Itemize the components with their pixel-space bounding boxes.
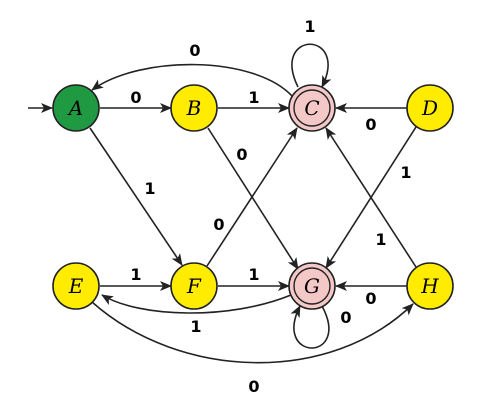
state-d: D <box>406 84 454 132</box>
edge-g-e: 1 <box>101 294 292 336</box>
state-label-g: G <box>304 274 320 298</box>
state-g: G <box>288 262 336 310</box>
edge-label-a-f: 1 <box>144 179 155 198</box>
state-label-e: E <box>68 274 84 298</box>
edge-label-b-g: 0 <box>236 145 247 164</box>
edge-d-c: 0 <box>335 103 407 134</box>
state-label-f: F <box>186 274 202 298</box>
state-label-h: H <box>420 274 439 298</box>
edge-c-a: 0 <box>91 41 294 98</box>
edge-b-g: 0 <box>207 127 299 270</box>
edge-c-c: 1 <box>291 17 332 88</box>
edge-label-g-g: 0 <box>340 308 351 327</box>
edge-label-b-c: 1 <box>248 88 259 107</box>
edge-label-h-c: 1 <box>375 230 386 249</box>
accept-ring-g <box>293 267 331 305</box>
state-c: C <box>288 84 336 132</box>
edge-label-d-g: 1 <box>400 163 411 182</box>
edge-f-g: 1 <box>218 265 290 291</box>
state-e: E <box>52 262 100 310</box>
edge-label-d-c: 0 <box>365 115 376 134</box>
edge-e-h: 0 <box>91 301 414 396</box>
edge-g-g: 0 <box>290 305 352 349</box>
state-a: A <box>52 84 100 132</box>
edge-e-f: 1 <box>100 265 172 291</box>
edge-b-c: 1 <box>218 88 290 113</box>
edge-label-f-g: 1 <box>248 265 259 284</box>
edge-label-e-h: 0 <box>248 377 259 396</box>
state-label-d: D <box>421 96 438 120</box>
edge-h-c: 1 <box>325 127 417 268</box>
edge-label-g-e: 1 <box>190 317 201 336</box>
edge-a-b: 0 <box>100 88 172 113</box>
edge-label-f-c: 0 <box>213 215 224 234</box>
edge-h-g: 0 <box>335 281 407 308</box>
accept-ring-c <box>293 89 331 127</box>
edge-f-c: 0 <box>206 127 298 267</box>
state-h: H <box>406 262 454 310</box>
edge-label-c-c: 1 <box>304 17 315 36</box>
edge-label-e-f: 1 <box>130 265 141 284</box>
state-b: B <box>170 84 218 132</box>
edge-a-f: 1 <box>89 127 183 266</box>
state-label-b: B <box>186 96 202 120</box>
state-f: F <box>170 262 218 310</box>
edge-label-c-a: 0 <box>189 41 200 60</box>
state-label-a: A <box>67 96 83 120</box>
edge-label-a-b: 0 <box>130 88 141 107</box>
state-label-c: C <box>304 96 319 120</box>
edge-label-h-g: 0 <box>365 289 376 308</box>
